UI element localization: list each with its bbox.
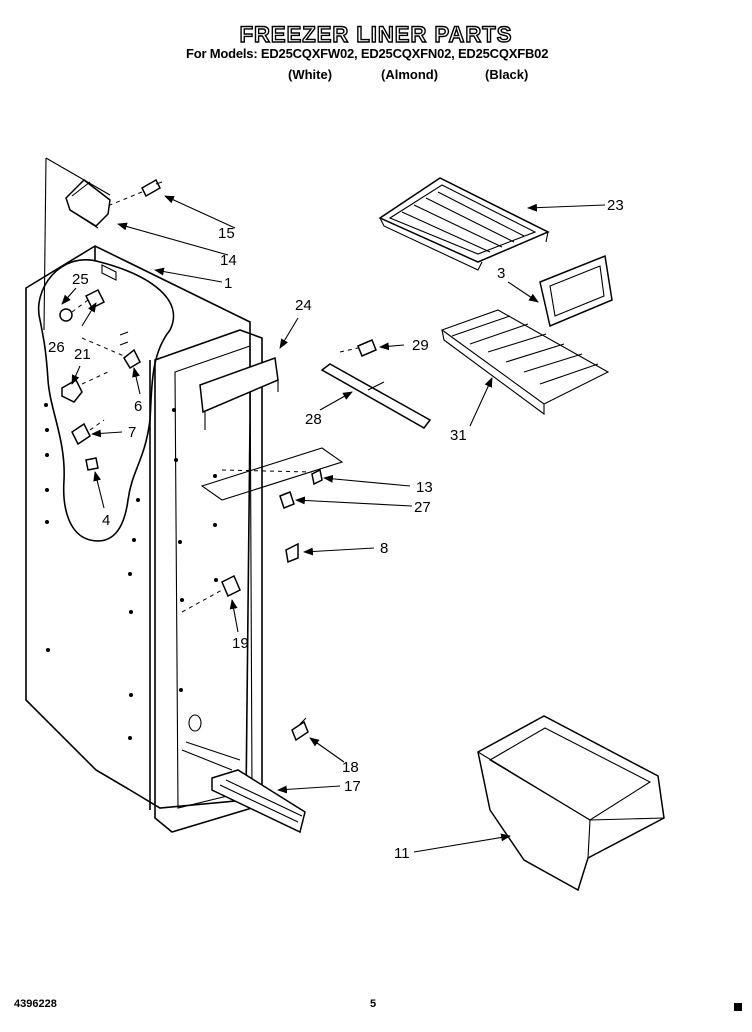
callout-26: 26 <box>48 339 65 356</box>
clip-part-8 <box>285 542 299 564</box>
freezer-liner-part <box>25 157 263 833</box>
callout-13: 13 <box>416 479 433 496</box>
shelf-part-23 <box>378 177 550 271</box>
ice-bin-part-11 <box>477 715 665 892</box>
callout-14: 14 <box>220 252 237 269</box>
callout-17: 17 <box>344 778 361 795</box>
control-part-19 <box>181 574 241 613</box>
color-white: (White) <box>288 67 333 82</box>
callout-28: 28 <box>305 411 322 428</box>
callout-21: 21 <box>74 346 91 363</box>
callout-18: 18 <box>342 759 359 776</box>
light-socket-parts <box>59 288 106 322</box>
callout-23: 23 <box>607 197 624 214</box>
color-black: (Black) <box>485 67 529 82</box>
callout-3: 3 <box>497 265 505 282</box>
bracket-part-14 <box>65 179 111 229</box>
louver-cover-part-24 <box>199 356 279 430</box>
callout-1: 1 <box>224 275 232 292</box>
callout-labels: 23 15 14 1 25 26 21 6 7 4 24 3 29 28 31 … <box>48 197 624 862</box>
wire-shelf-part-31 <box>440 309 610 416</box>
color-almond: (Almond) <box>381 67 439 82</box>
screw-part-18 <box>291 717 309 742</box>
callout-15: 15 <box>218 225 235 242</box>
leader-lines <box>61 195 606 853</box>
page-title: FREEZER LINER PARTS <box>239 21 513 47</box>
document-number: 4396228 <box>14 998 57 1010</box>
callout-7: 7 <box>128 424 136 441</box>
callout-31: 31 <box>450 427 467 444</box>
evaporator-cover-plate <box>200 447 344 509</box>
screw-part-15 <box>109 178 163 206</box>
callout-6: 6 <box>134 398 142 415</box>
callout-8: 8 <box>380 540 388 557</box>
corner-registration-mark <box>734 1003 742 1011</box>
screw-part-29 <box>339 339 377 357</box>
callout-19: 19 <box>232 635 249 652</box>
trim-part-17 <box>211 769 306 834</box>
small-hardware-parts <box>61 337 141 471</box>
callout-25: 25 <box>72 271 89 288</box>
frame-part-3 <box>539 254 613 328</box>
callout-29: 29 <box>412 337 429 354</box>
callout-11: 11 <box>394 845 410 862</box>
callout-24: 24 <box>295 297 312 314</box>
callout-4: 4 <box>102 512 110 529</box>
rail-part-28 <box>320 363 432 429</box>
page-number: 5 <box>370 998 377 1010</box>
model-numbers: For Models: ED25CQXFW02, ED25CQXFN02, ED… <box>186 46 549 61</box>
callout-27: 27 <box>414 499 431 516</box>
